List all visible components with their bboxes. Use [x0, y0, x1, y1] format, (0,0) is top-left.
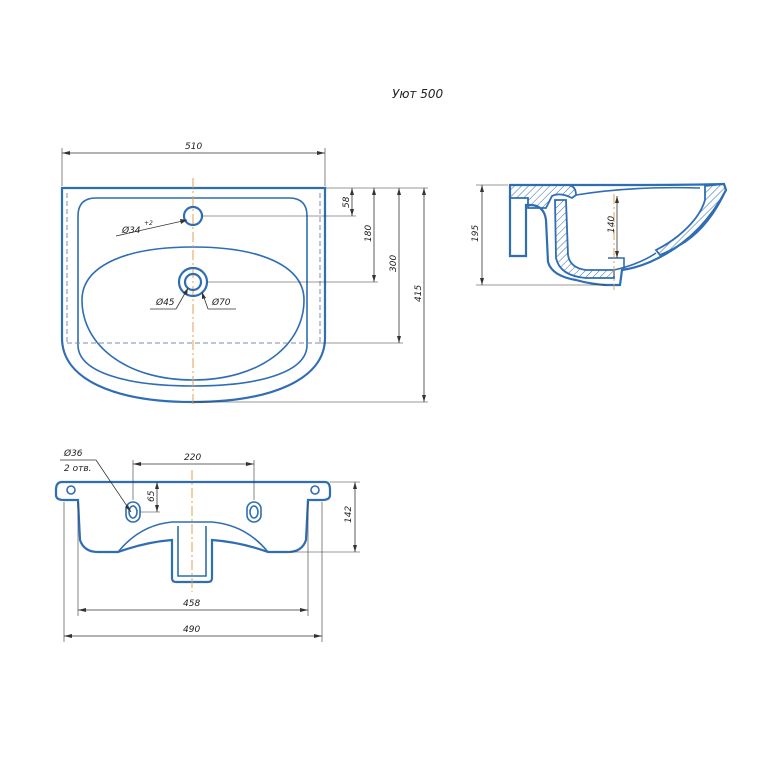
side-drain-lip: [608, 257, 625, 270]
dim-510-arrow-right: [317, 151, 325, 155]
dim-140-arrow-bottom: [615, 251, 619, 258]
hole-leader-arrow: [125, 505, 131, 512]
drain-inner-arrow: [183, 288, 188, 295]
hole-diameter-label: Ø36: [63, 448, 83, 459]
top-view: 510 58 180 300 415 Ø34 +2: [60, 142, 428, 405]
drawing-title: Уют 500: [392, 87, 443, 101]
back-flange: [54, 480, 332, 584]
dim-220-arrow-right: [246, 462, 254, 466]
side-bowl-section: [554, 199, 615, 279]
dim-58-label: 58: [342, 196, 352, 208]
drain-outer-label: Ø70: [211, 297, 231, 308]
drain-outer-arrow: [202, 292, 206, 299]
side-view: 195 140: [471, 182, 728, 290]
dim-415-arrow-top: [422, 188, 426, 195]
dim-180-arrow-top: [372, 188, 376, 195]
dim-142-arrow-bottom: [353, 545, 357, 552]
side-rim-section: [654, 183, 727, 257]
dim-300-arrow-top: [397, 188, 401, 195]
back-bowl-curve: [117, 521, 269, 553]
side-bowl-floor: [613, 252, 657, 271]
hole-count-label: 2 отв.: [64, 464, 92, 474]
back-view: 220 65 Ø36 2 отв. 142 458 490: [54, 448, 360, 642]
dim-140-label: 140: [607, 216, 617, 233]
dim-195-label: 195: [471, 225, 481, 242]
side-bowl-curve: [575, 186, 701, 196]
dim-415-label: 415: [414, 285, 424, 302]
back-hole-right-inner: [249, 505, 259, 519]
tap-hole-tolerance: +2: [144, 220, 153, 227]
back-hole-left-inner: [128, 505, 138, 519]
back-drain-inner: [177, 526, 207, 577]
drain-inner: [183, 272, 203, 292]
dim-458-label: 458: [183, 599, 200, 609]
dim-458-arrow-right: [300, 608, 308, 612]
dim-490-arrow-right: [314, 634, 322, 638]
dim-490-label: 490: [183, 625, 200, 635]
dim-195-arrow-bottom: [480, 278, 484, 285]
side-wall-section: [509, 184, 577, 209]
dim-140-arrow-top: [615, 196, 619, 203]
back-mount-left: [66, 485, 76, 495]
back-mount-right: [310, 485, 320, 495]
dim-65-arrow-top: [155, 482, 159, 489]
dim-220-label: 220: [184, 453, 201, 463]
dim-65-arrow-bottom: [155, 505, 159, 512]
drain-inner-label: Ø45: [155, 297, 175, 308]
tap-leader-arrow: [180, 219, 187, 224]
back-hole-left: [125, 501, 141, 523]
tap-hole-label: Ø34: [121, 225, 141, 236]
tap-leader: [115, 219, 188, 237]
dim-58-arrow-top: [350, 188, 354, 195]
dim-510-label: 510: [185, 142, 202, 152]
back-hole-right: [246, 501, 262, 523]
dim-300-label: 300: [389, 255, 399, 272]
dim-65-label: 65: [147, 490, 157, 502]
dim-458-arrow-left: [78, 608, 86, 612]
dim-220-arrow-left: [133, 462, 141, 466]
dim-300-arrow-bottom: [397, 336, 401, 343]
dim-195-arrow-top: [480, 185, 484, 192]
dim-510-arrow-left: [62, 151, 70, 155]
hole-leader-diag: [95, 459, 132, 513]
dim-490-arrow-left: [64, 634, 72, 638]
dim-142-label: 142: [344, 506, 354, 523]
dim-58-arrow-bottom: [350, 209, 354, 216]
dim-142-arrow-top: [353, 482, 357, 489]
dim-180-label: 180: [364, 225, 374, 242]
dim-415-arrow-bottom: [422, 395, 426, 402]
dim-180-arrow-bottom: [372, 275, 376, 282]
